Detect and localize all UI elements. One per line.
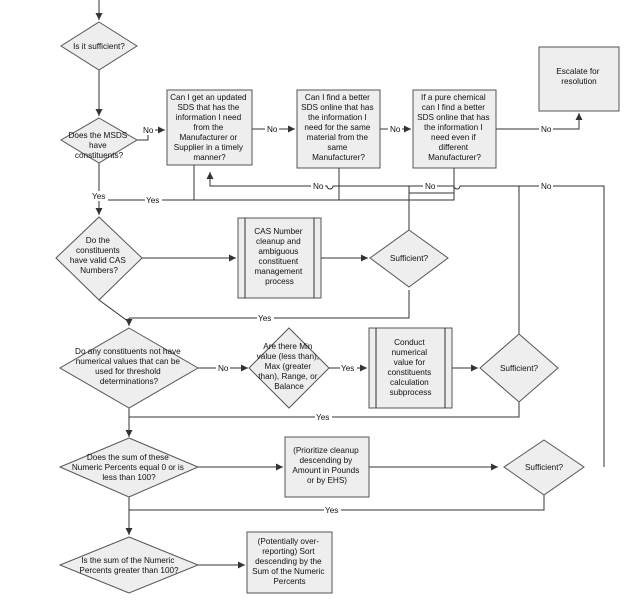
process-escalate[interactable]: Escalate for resolution [538, 46, 620, 112]
edge-label-no: No [541, 125, 552, 134]
edge-label-no: No [541, 182, 552, 191]
connectors [95, 0, 605, 569]
process-text: Escalate for resolution [556, 67, 602, 86]
decision-sum-equal[interactable]: Does the sum of these Numeric Percents e… [58, 437, 200, 498]
decision-sufficient-num[interactable]: Sufficient? [479, 333, 559, 403]
connector-num-sufficient-yes [129, 402, 520, 418]
connector-cas-yes-down [98, 299, 130, 323]
connector-sum-sufficient-no [519, 185, 605, 467]
connector-num-sufficient-no [409, 185, 520, 334]
edge-label-yes: Yes [92, 192, 105, 201]
decision-text: Is it sufficient? [73, 42, 125, 51]
edge-label-yes: Yes [258, 314, 271, 323]
decision-text: Sufficient? [500, 364, 539, 373]
edge-label-yes: Yes [146, 196, 159, 205]
process-text: Can I get an updated SDS that has the in… [170, 93, 249, 162]
connector-pure-no [496, 113, 583, 130]
decision-text: Does the sum of these Numeric Percents e… [72, 453, 186, 482]
decision-text: Sufficient? [525, 463, 564, 472]
process-better-sds-online[interactable]: Can I find a better SDS online that has … [296, 89, 381, 169]
decision-sufficient-cas[interactable]: Sufficient? [369, 229, 449, 288]
process-text: CAS Number cleanup and ambiguous constit… [254, 227, 305, 286]
decision-text: Do any constituents not have numerical v… [75, 347, 183, 386]
edge-label-no: No [313, 182, 324, 191]
edge-label-no: No [267, 125, 278, 134]
connector-cas-yes [129, 290, 410, 319]
process-pure-chemical[interactable]: If a pure chemical can I find a better S… [412, 89, 497, 169]
decision-text: Are there Min value (less than), Max (gr… [257, 342, 322, 391]
decision-msds-constituents[interactable]: Does the MSDS have constituents? [60, 117, 138, 164]
decision-text: Do the constituents have valid CAS Numbe… [70, 236, 128, 275]
decision-sufficient-sum[interactable]: Sufficient? [503, 439, 585, 496]
process-text: (Prioritize cleanup descending by Amount… [292, 446, 361, 485]
decision-valid-cas[interactable]: Do the constituents have valid CAS Numbe… [55, 216, 143, 301]
connector-cas-sufficient-no-a [408, 192, 454, 230]
decision-is-it-sufficient[interactable]: Is it sufficient? [60, 21, 138, 71]
decision-sum-greater[interactable]: Is the sum of the Numeric Percents great… [58, 536, 200, 594]
connector-return-no [206, 172, 410, 230]
decision-text: Sufficient? [390, 254, 429, 263]
connector-sum-sufficient-yes [129, 495, 545, 511]
process-text: (Potentially over- reporting) Sort desce… [252, 537, 327, 586]
edge-label-yes: Yes [341, 364, 354, 373]
edge-labels: No No No No No No No Yes Yes Yes No Yes … [91, 124, 553, 515]
connector-updated-yes [99, 165, 195, 201]
process-text: Conduct numerical value for constituents… [388, 338, 434, 397]
connector-pure-yes [339, 168, 455, 201]
process-updated-sds[interactable]: Can I get an updated SDS that has the in… [166, 89, 253, 166]
process-over-reporting[interactable]: (Potentially over- reporting) Sort desce… [246, 531, 333, 594]
edge-label-no: No [218, 364, 229, 373]
subprocess-numerical-calculation[interactable]: Conduct numerical value for constituents… [368, 327, 453, 409]
process-text: Can I find a better SDS online that has … [301, 93, 376, 162]
process-text: If a pure chemical can I find a better S… [417, 93, 492, 162]
edge-label-no: No [425, 182, 436, 191]
edge-label-yes: Yes [325, 506, 338, 515]
decision-text: Does the MSDS have constituents? [69, 131, 130, 160]
edge-label-no: No [143, 126, 154, 135]
edge-label-no: No [390, 125, 401, 134]
process-prioritize-cleanup[interactable]: (Prioritize cleanup descending by Amount… [284, 436, 370, 498]
subprocess-cas-cleanup[interactable]: CAS Number cleanup and ambiguous constit… [237, 217, 322, 299]
decision-min-max[interactable]: Are there Min value (less than), Max (gr… [248, 327, 330, 409]
edge-label-yes: Yes [316, 413, 329, 422]
decision-text: Is the sum of the Numeric Percents great… [79, 556, 179, 575]
decision-numerical-values[interactable]: Do any constituents not have numerical v… [59, 327, 199, 409]
